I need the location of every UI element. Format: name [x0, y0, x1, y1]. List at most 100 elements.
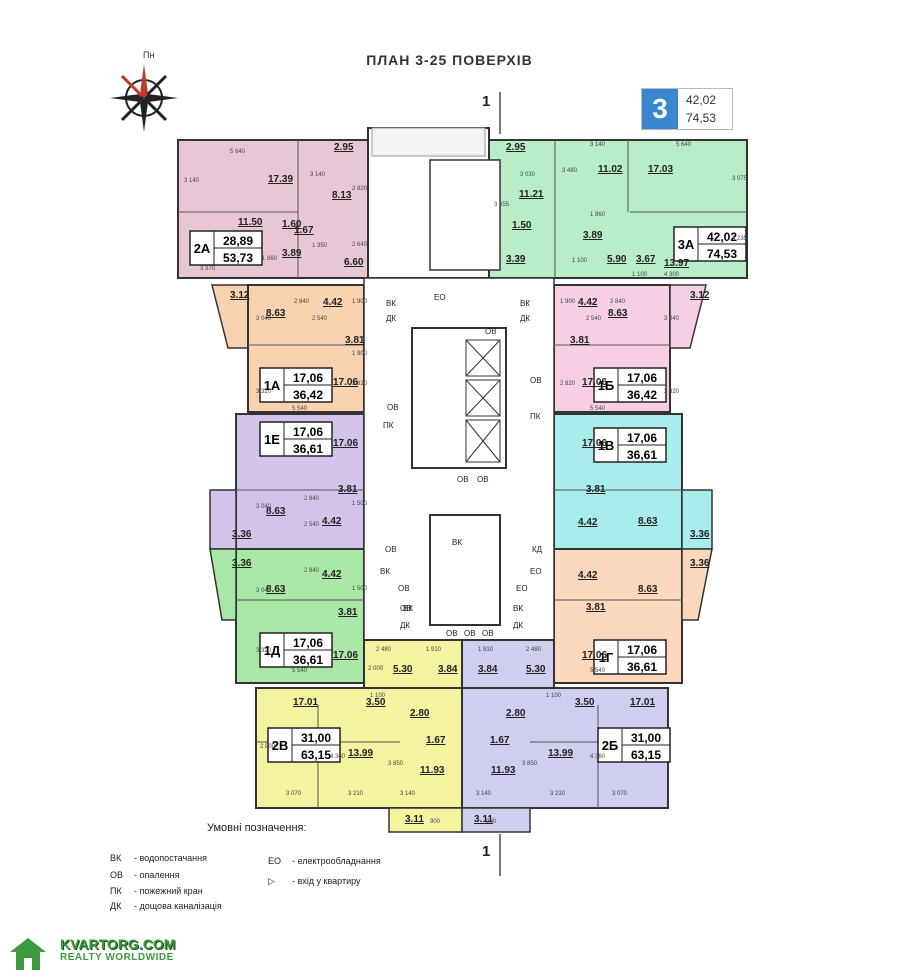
- dimension-label: 5 540: [590, 668, 606, 674]
- plan-title: ПЛАН 3-25 ПОВЕРХІВ: [366, 52, 533, 68]
- room-area-label: 17.06: [582, 377, 607, 388]
- room-area-label: 1.67: [490, 735, 510, 746]
- bottom-stairwell: [429, 514, 501, 626]
- core-utility-label: ОВ: [385, 545, 397, 554]
- room-area-label: 11.02: [598, 164, 623, 175]
- dimension-label: 3 030: [520, 172, 536, 178]
- room-area-label: 13.99: [548, 748, 573, 759]
- room-area-label: 4.42: [578, 517, 598, 528]
- svg-text:36,61: 36,61: [627, 448, 657, 462]
- room-area-label: 1.50: [512, 220, 532, 231]
- dimension-label: 2 540: [586, 316, 602, 322]
- dimension-label: 5 540: [292, 668, 308, 674]
- dimension-label: 2 640: [352, 242, 368, 248]
- core-utility-label: ВК: [520, 299, 530, 308]
- dimension-label: 3 850: [522, 761, 538, 767]
- room-area-label: 3.84: [438, 664, 458, 675]
- dimension-label: 1 860: [590, 212, 606, 218]
- legend-item-ov: ОВ- опалення: [110, 870, 180, 880]
- room-area-label: 1.67: [426, 735, 446, 746]
- room-area-label: 4.42: [578, 297, 598, 308]
- svg-text:1А: 1А: [264, 378, 281, 393]
- dimension-label: 1 860: [262, 256, 278, 262]
- dimension-label: 3 075: [732, 176, 748, 182]
- legend-item-eo: ЕО- електрообладнання: [268, 856, 381, 866]
- room-area-label: 17.06: [333, 377, 358, 388]
- core-utility-label: ДК: [400, 621, 410, 630]
- core-utility-label: КД: [532, 545, 543, 554]
- dimension-label: 3 320: [664, 389, 680, 395]
- core-utility-label: ВК: [452, 538, 462, 547]
- dimension-label: 1 350: [312, 243, 328, 249]
- room-area-label: 3.89: [583, 230, 603, 241]
- dimension-label: 2 540: [312, 316, 328, 322]
- dimension-label: 2 800: [260, 744, 276, 750]
- selected-apartment-badge[interactable]: 3 42,02 74,53: [641, 88, 733, 130]
- watermark-line1: KVARTORG.COM: [60, 936, 176, 952]
- room-area-label: 3.50: [575, 697, 595, 708]
- svg-text:17,06: 17,06: [293, 636, 323, 650]
- room-area-label: 3.11: [405, 814, 424, 825]
- top-balcony: [371, 127, 486, 157]
- room-area-label: 17.06: [582, 438, 607, 449]
- dimension-label: 2 000: [368, 666, 384, 672]
- room-area-label: 3.36: [690, 558, 710, 569]
- core-utility-label: ОВ: [457, 475, 469, 484]
- dimension-label: 2 820: [352, 381, 368, 387]
- dimension-label: 3 040: [256, 504, 272, 510]
- room-area-label: 17.03: [648, 164, 673, 175]
- svg-text:1В: 1В: [598, 438, 615, 453]
- room-area-label: 1.67: [294, 225, 314, 236]
- room-area-label: 8.63: [266, 584, 286, 595]
- room-area-label: 1.60: [282, 219, 302, 230]
- core-utility-label: ЕО: [516, 584, 528, 593]
- svg-text:1Е: 1Е: [264, 432, 280, 447]
- section-mark-top: 1: [482, 93, 491, 110]
- core-utility-label: ВК: [380, 567, 390, 576]
- badge-total-area: 74,53: [686, 111, 717, 125]
- room-area-label: 3.36: [232, 558, 252, 569]
- dimension-label: 2 540: [304, 522, 320, 528]
- svg-text:17,06: 17,06: [627, 643, 657, 657]
- core-utility-label: ВК: [403, 604, 413, 613]
- dimension-label: 3 140: [590, 142, 606, 148]
- dimension-label: 5 640: [676, 142, 692, 148]
- dimension-label: 3 210: [550, 791, 566, 797]
- dimension-label: 3 850: [388, 761, 404, 767]
- core-utility-label: ПК: [383, 421, 394, 430]
- dimension-label: 3 320: [256, 389, 272, 395]
- core-utility-label: ДК: [520, 314, 530, 323]
- room-area-label: 3.81: [570, 335, 590, 346]
- core-utility-label: ОВ: [446, 629, 458, 638]
- room-area-label: 6.60: [344, 257, 364, 268]
- room-area-label: 11.93: [491, 765, 516, 776]
- core-utility-label: ВК: [386, 299, 396, 308]
- svg-text:1Б: 1Б: [598, 378, 615, 393]
- room-area-label: 13.99: [348, 748, 373, 759]
- entrance-triangle-icon: ▷: [268, 876, 275, 886]
- room-area-label: 3.67: [636, 254, 656, 265]
- core-utility-label: ОВ: [482, 629, 494, 638]
- svg-text:31,00: 31,00: [301, 731, 331, 745]
- core-utility-label: ДК: [386, 314, 396, 323]
- dimension-label: 1 910: [426, 647, 442, 653]
- dimension-label: 2 820: [560, 381, 576, 387]
- room-area-label: 8.63: [638, 584, 658, 595]
- room-area-label: 4.42: [322, 516, 342, 527]
- dimension-label: 5 640: [230, 149, 246, 155]
- dimension-label: 3 370: [200, 266, 216, 272]
- dimension-label: 3 480: [562, 168, 578, 174]
- core-utility-label: ОВ: [387, 403, 399, 412]
- dimension-label: 3 320: [256, 648, 272, 654]
- dimension-label: 3 040: [256, 588, 272, 594]
